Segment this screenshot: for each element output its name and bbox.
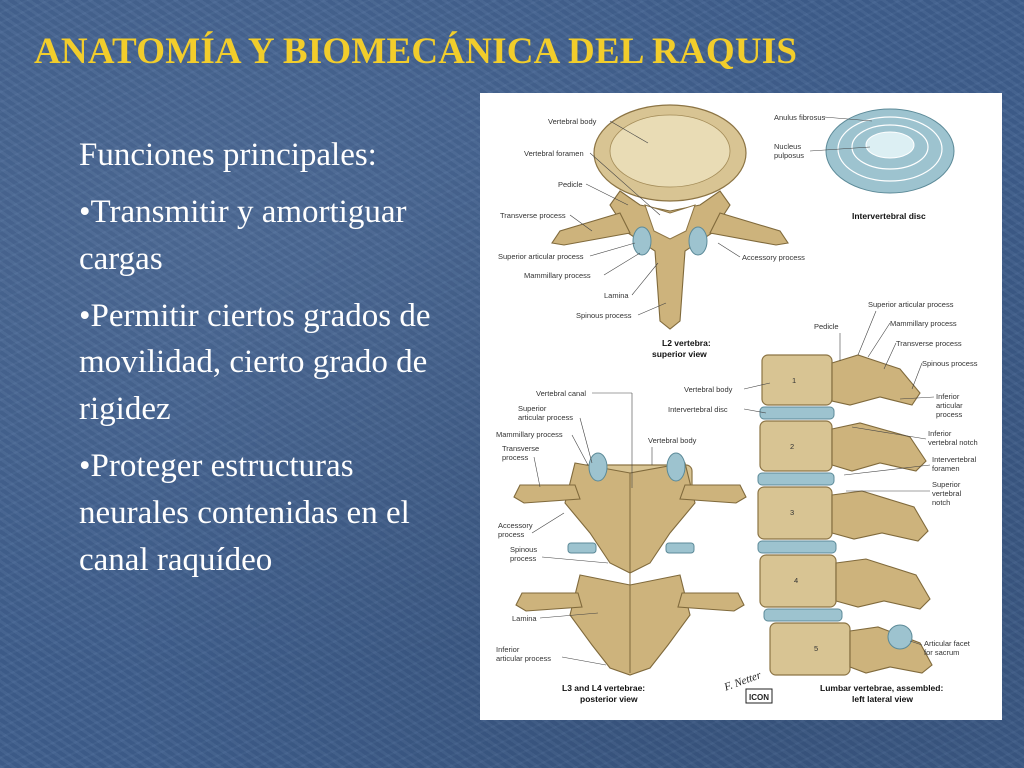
vertebra-number: 1 bbox=[792, 376, 796, 385]
vertebral-body-2 bbox=[759, 420, 833, 472]
label: Vertebral canal bbox=[536, 389, 586, 398]
label: for sacrum bbox=[924, 648, 959, 657]
vertebral-foramen-shape bbox=[644, 204, 696, 240]
label: Inferior bbox=[496, 645, 520, 654]
label: vertebral notch bbox=[928, 438, 978, 447]
label: Pedicle bbox=[558, 180, 583, 189]
vertebra-number: 5 bbox=[814, 644, 818, 653]
lumbar-numbers: 1 2 3 4 5 bbox=[790, 376, 818, 653]
lateral-labels: Superior articular process Pedicle Mammi… bbox=[668, 300, 978, 657]
caption: posterior view bbox=[580, 694, 638, 704]
l3-l4-posterior-view: Vertebral canal Superior articular proce… bbox=[496, 389, 747, 704]
label: Vertebral body bbox=[548, 117, 597, 126]
nucleus-pulposus-shape bbox=[865, 131, 915, 159]
label: Superior articular process bbox=[868, 300, 954, 309]
label: Accessory bbox=[498, 521, 533, 530]
left-transverse-process bbox=[551, 212, 631, 246]
l2-superior-view: Vertebral body Vertebral foramen Pedicle… bbox=[498, 104, 805, 359]
label: Mammillary process bbox=[496, 430, 563, 439]
label: Intervertebral bbox=[932, 455, 977, 464]
label: articular process bbox=[496, 654, 551, 663]
label: pulposus bbox=[774, 151, 804, 160]
label: Inferior bbox=[928, 429, 952, 438]
label: Articular facet bbox=[924, 639, 971, 648]
right-transverse-process bbox=[709, 212, 789, 246]
label: Nucleus bbox=[774, 142, 801, 151]
bullet-item: •Proteger estructuras neurales contenida… bbox=[79, 448, 410, 578]
label: Transverse process bbox=[500, 211, 566, 220]
label: Transverse process bbox=[896, 339, 962, 348]
label: process bbox=[498, 530, 525, 539]
label: Vertebral foramen bbox=[524, 149, 584, 158]
vertebral-body-1 bbox=[761, 354, 833, 406]
label: process bbox=[936, 410, 963, 419]
label: Vertebral body bbox=[684, 385, 733, 394]
label: Lamina bbox=[512, 614, 537, 623]
label: Mammillary process bbox=[890, 319, 957, 328]
label: Transverse bbox=[502, 444, 539, 453]
logo-text: ICON bbox=[749, 693, 769, 702]
label: Lamina bbox=[604, 291, 629, 300]
caption: Intervertebral disc bbox=[852, 211, 926, 221]
label: Inferior bbox=[936, 392, 960, 401]
intervertebral-disc-view: Anulus fibrosus Nucleus pulposus Interve… bbox=[774, 108, 955, 221]
vertebral-body-5 bbox=[769, 622, 851, 676]
label: articular process bbox=[518, 413, 573, 422]
vertebra-number: 2 bbox=[790, 442, 794, 451]
caption: left lateral view bbox=[852, 694, 913, 704]
label: Anulus fibrosus bbox=[774, 113, 826, 122]
lumbar-lateral-view: 1 2 3 4 5 Superior articular process Ped… bbox=[668, 300, 978, 704]
label: Intervertebral disc bbox=[668, 405, 728, 414]
vertebrae-diagram: Vertebral body Vertebral foramen Pedicle… bbox=[496, 104, 978, 704]
vertebra-number: 3 bbox=[790, 508, 794, 517]
caption: superior view bbox=[652, 349, 707, 359]
l2-labels: Vertebral body Vertebral foramen Pedicle… bbox=[498, 117, 805, 320]
label: Spinous bbox=[510, 545, 537, 554]
functions-heading: Funciones principales: bbox=[79, 137, 377, 173]
caption: L3 and L4 vertebrae: bbox=[562, 683, 645, 693]
label: Mammillary process bbox=[524, 271, 591, 280]
label: notch bbox=[932, 498, 950, 507]
articular-facet-sacrum-shape bbox=[887, 624, 913, 650]
label: Superior articular process bbox=[498, 252, 584, 261]
bullet-item: •Transmitir y amortiguar cargas bbox=[79, 193, 407, 277]
label: Pedicle bbox=[814, 322, 839, 331]
label: articular bbox=[936, 401, 963, 410]
caption: Lumbar vertebrae, assembled: bbox=[820, 683, 943, 693]
label: Spinous process bbox=[922, 359, 978, 368]
label: process bbox=[502, 453, 529, 462]
label: Superior bbox=[932, 480, 961, 489]
vertebral-body-3 bbox=[757, 486, 833, 540]
anatomy-illustration: Vertebral body Vertebral foramen Pedicle… bbox=[480, 93, 1002, 720]
caption: L2 vertebra: bbox=[662, 338, 711, 348]
label: Superior bbox=[518, 404, 547, 413]
bullet-item: •Permitir ciertos grados de movilidad, c… bbox=[79, 297, 431, 428]
label: process bbox=[510, 554, 537, 563]
label: Vertebral body bbox=[648, 436, 697, 445]
label: vertebral bbox=[932, 489, 962, 498]
publisher-logo: ICON bbox=[745, 688, 773, 704]
vertebra-number: 4 bbox=[794, 576, 798, 585]
posterior-labels: Vertebral canal Superior articular proce… bbox=[496, 389, 697, 666]
netter-signature: F. Netter bbox=[722, 669, 764, 694]
label: Spinous process bbox=[576, 311, 632, 320]
label: Accessory process bbox=[742, 253, 805, 262]
slide-body: Funciones principales: •Transmitir y amo… bbox=[79, 132, 454, 594]
label: foramen bbox=[932, 464, 960, 473]
slide-title: ANATOMÍA Y BIOMECÁNICA DEL RAQUIS bbox=[34, 31, 798, 72]
